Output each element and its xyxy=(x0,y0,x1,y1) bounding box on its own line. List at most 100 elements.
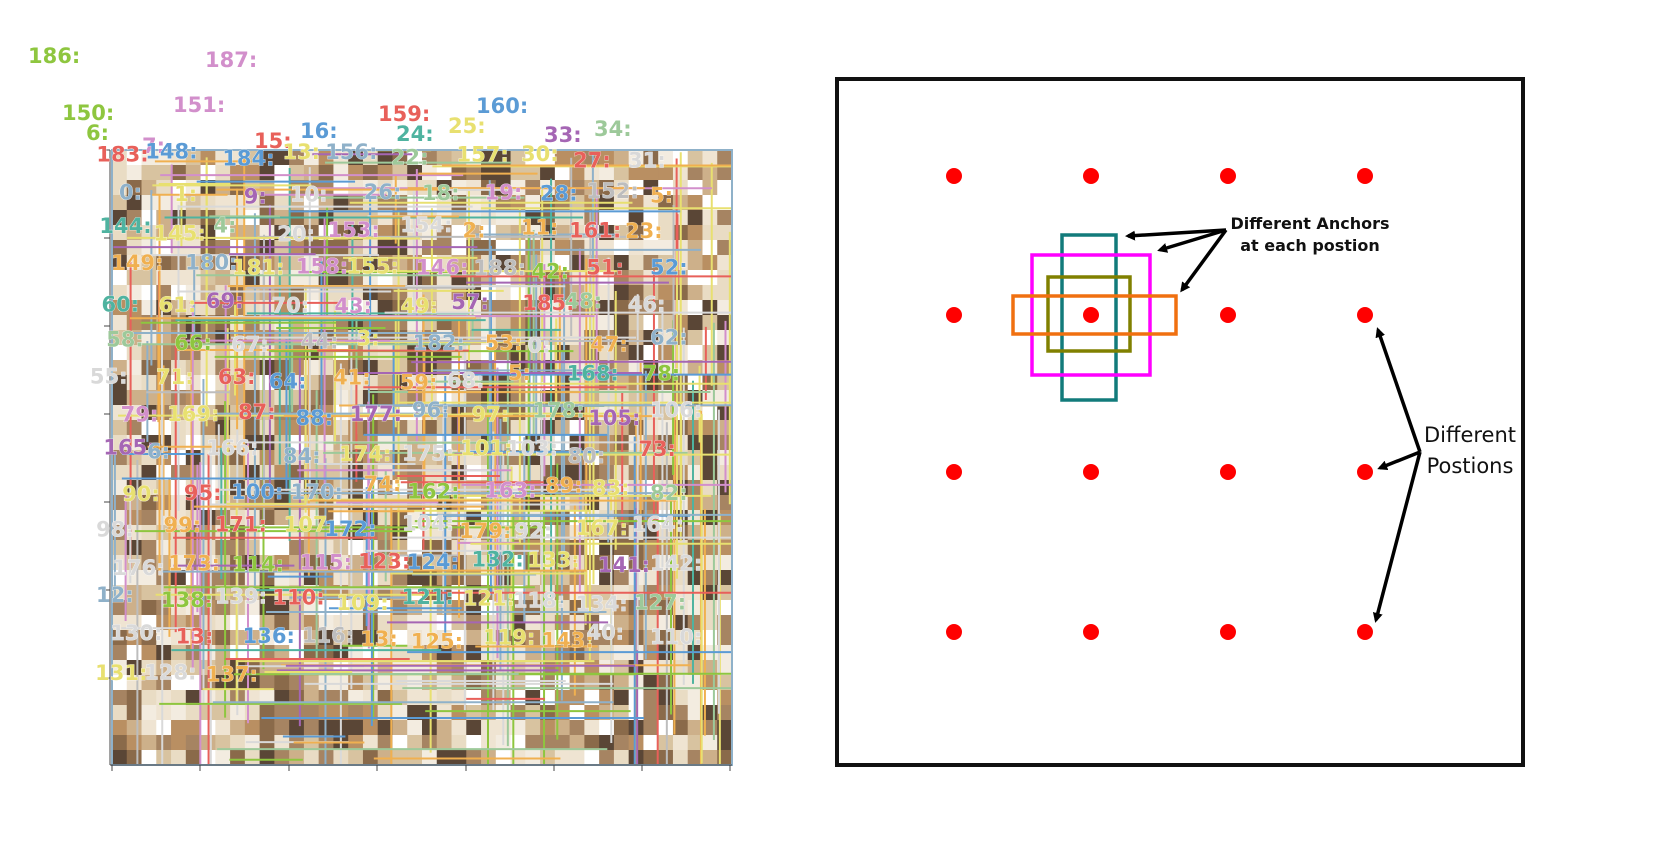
position-dot xyxy=(1220,307,1236,323)
anchor-index-label: 31: xyxy=(628,149,666,173)
right-panel: Different Anchors at each postion Differ… xyxy=(837,79,1523,765)
position-arrows xyxy=(1376,330,1420,620)
image-tile xyxy=(230,750,245,766)
image-tile xyxy=(112,735,127,751)
anchor-index-label: 114: xyxy=(232,553,284,577)
image-tile xyxy=(511,315,526,331)
anchor-index-label: 161: xyxy=(569,218,621,242)
image-tile xyxy=(570,750,585,766)
anchor-index-label: 34: xyxy=(594,117,632,141)
anchor-index-label: 95: xyxy=(184,481,222,505)
image-tile xyxy=(142,285,157,301)
image-tile xyxy=(466,465,481,481)
image-tile xyxy=(127,690,142,706)
anchor-index-label: 180: xyxy=(185,250,237,274)
anchor-index-label: 127: xyxy=(634,590,686,614)
image-tile xyxy=(466,570,481,586)
image-tile xyxy=(673,735,688,751)
image-tile xyxy=(142,180,157,196)
image-tile xyxy=(629,345,644,361)
image-tile xyxy=(348,720,363,736)
anchor-index-label: 74: xyxy=(364,472,402,496)
image-tile xyxy=(142,585,157,601)
anchor-index-label: 63: xyxy=(218,365,256,389)
image-tile xyxy=(555,240,570,256)
image-tile xyxy=(215,195,230,211)
position-dot xyxy=(946,464,962,480)
anchor-index-label: 137: xyxy=(206,663,258,687)
position-dot xyxy=(1083,307,1099,323)
anchor-index-label: 47: xyxy=(590,333,628,357)
anchor-index-label: 55: xyxy=(90,365,128,389)
image-tile xyxy=(702,270,717,286)
anchor-index-label: 19: xyxy=(485,181,523,205)
anchor-index-label: 90: xyxy=(122,482,160,506)
image-tile xyxy=(142,540,157,556)
anchor-index-label: 12: xyxy=(96,583,134,607)
image-tile xyxy=(289,165,304,181)
image-tile xyxy=(127,735,142,751)
image-tile xyxy=(525,720,540,736)
image-tile xyxy=(142,645,157,661)
anchor-index-label: 110: xyxy=(650,625,702,649)
anchor-index-label: 5: xyxy=(650,184,673,208)
image-tile xyxy=(599,750,614,766)
image-tile xyxy=(142,510,157,526)
image-tile xyxy=(201,360,216,376)
anchor-index-label: 20: xyxy=(277,222,315,246)
anchor-index-label: 183: xyxy=(96,142,148,166)
image-tile xyxy=(112,690,127,706)
image-tile xyxy=(717,180,732,196)
image-tile xyxy=(643,705,658,721)
anchor-index-label: 62: xyxy=(650,325,688,349)
image-tile xyxy=(629,255,644,271)
anchor-index-label: 178: xyxy=(532,399,584,423)
image-tile xyxy=(363,675,378,691)
image-tile xyxy=(112,750,127,766)
anchor-index-label: 9: xyxy=(244,184,267,208)
image-tile xyxy=(407,720,422,736)
anchor-index-label: 151: xyxy=(173,93,225,117)
image-tile xyxy=(702,465,717,481)
anchor-index-label: 48: xyxy=(564,289,602,313)
panel-frame xyxy=(837,79,1523,765)
image-tile xyxy=(230,720,245,736)
anchor-index-label: 43: xyxy=(334,294,372,318)
image-tile xyxy=(142,720,157,736)
image-tile xyxy=(274,195,289,211)
image-tile xyxy=(142,360,157,376)
anchor-index-label: 0: xyxy=(119,180,142,204)
anchor-index-label: 70: xyxy=(272,294,310,318)
anchor-index-label: 18: xyxy=(422,181,460,205)
anchor-index-label: 40: xyxy=(586,621,624,645)
anchors-annotation-line1: Different Anchors xyxy=(1231,214,1390,233)
image-tile xyxy=(363,720,378,736)
anchor-index-label: 184: xyxy=(222,147,274,171)
anchor-index-label: 158: xyxy=(296,255,348,279)
anchor-index-label: 173: xyxy=(168,552,220,576)
anchor-index-label: 134: xyxy=(575,592,627,616)
image-tile xyxy=(304,750,319,766)
image-tile xyxy=(702,735,717,751)
image-tile xyxy=(112,645,127,661)
image-tile xyxy=(584,750,599,766)
image-tile xyxy=(215,705,230,721)
anchor-index-label: 59: xyxy=(400,370,438,394)
anchor-index-label: 172: xyxy=(324,517,376,541)
image-tile xyxy=(570,720,585,736)
anchor-index-label: 138: xyxy=(161,588,213,612)
anchor-index-label: 130: xyxy=(110,621,162,645)
position-dot xyxy=(1357,624,1373,640)
image-tile xyxy=(156,165,171,181)
anchor-index-label: 71: xyxy=(156,365,194,389)
arrow-to-position-middle xyxy=(1380,452,1420,468)
image-tile xyxy=(112,165,127,181)
image-tile xyxy=(643,720,658,736)
anchor-index-label: 25: xyxy=(448,114,486,138)
anchor-index-label: 182: xyxy=(413,331,465,355)
image-tile xyxy=(274,660,289,676)
image-tile xyxy=(717,210,732,226)
anchor-index-label: 66: xyxy=(174,331,212,355)
image-tile xyxy=(599,315,614,331)
image-tile xyxy=(702,495,717,511)
